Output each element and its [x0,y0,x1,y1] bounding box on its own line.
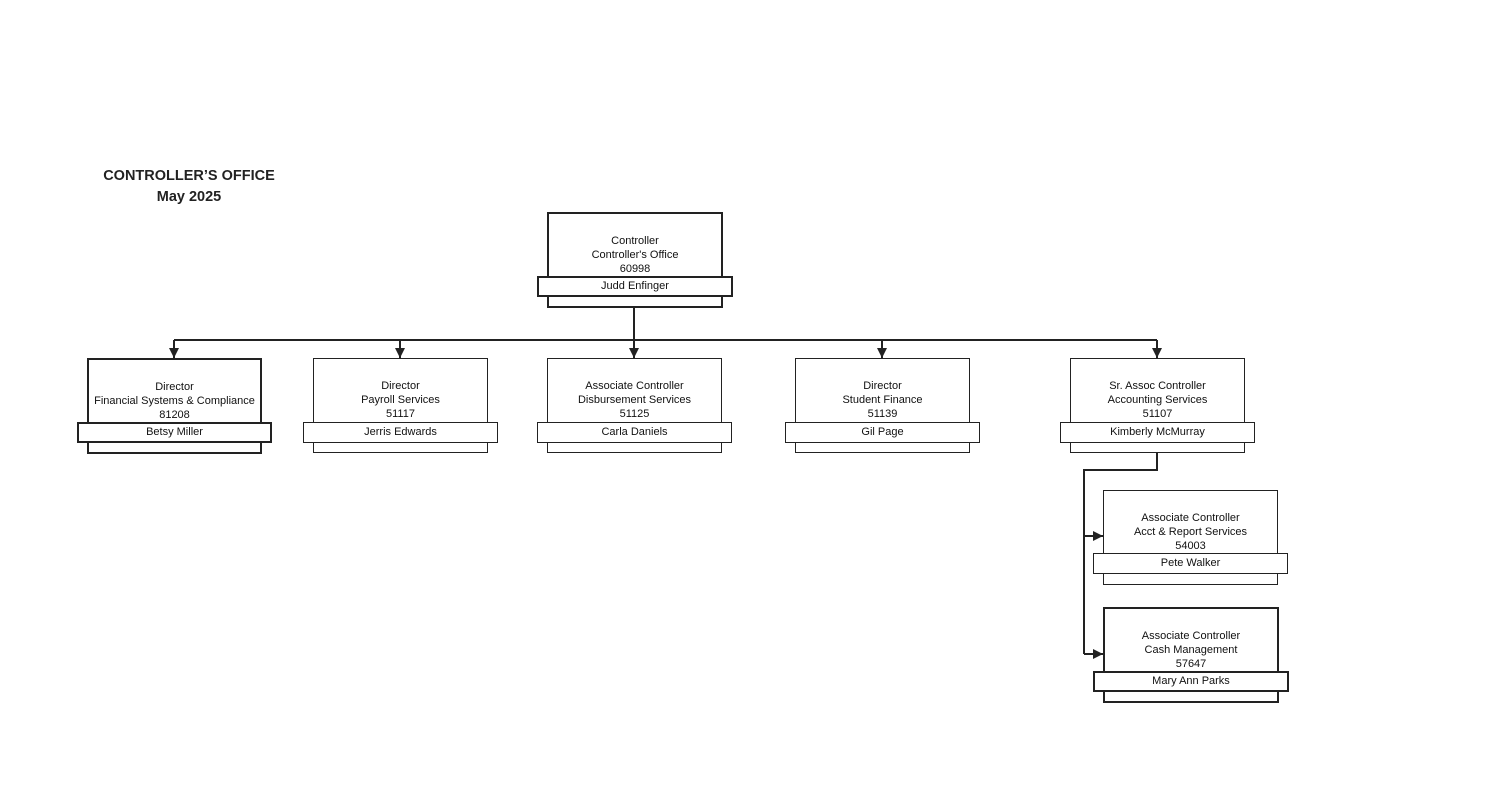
node-unit: Controller's Office [591,249,679,261]
node-cash-management[interactable]: Associate Controller Cash Management 576… [1093,607,1289,703]
node-code: 51107 [1142,408,1173,420]
node-payroll-services[interactable]: Director Payroll Services 51117 Jerris E… [303,358,498,453]
node-title: Director [863,380,902,392]
node-person-name: Gil Page [785,422,980,443]
node-title: Controller [611,235,659,247]
node-unit: Financial Systems & Compliance [94,395,255,407]
node-financial-systems[interactable]: Director Financial Systems & Compliance … [77,358,272,454]
node-disbursement-services[interactable]: Associate Controller Disbursement Servic… [537,358,732,453]
node-unit: Disbursement Services [577,394,692,406]
node-person-name: Betsy Miller [77,422,272,443]
node-controller[interactable]: Controller Controller's Office 60998 Jud… [537,212,733,308]
node-person-name: Carla Daniels [537,422,732,443]
node-person-name: Mary Ann Parks [1093,671,1289,692]
node-code: 54003 [1175,540,1206,552]
node-unit: Cash Management [1144,644,1238,656]
node-acct-report-services[interactable]: Associate Controller Acct & Report Servi… [1093,490,1288,585]
node-code: 57647 [1175,658,1207,670]
chart-date: May 2025 [156,189,222,205]
node-title: Director [155,381,194,393]
node-code: 51117 [386,408,415,420]
node-unit: Accounting Services [1107,394,1208,406]
node-title: Director [381,380,420,392]
node-person-name: Pete Walker [1093,553,1288,574]
node-code: 51125 [619,408,650,420]
node-code: 81208 [159,409,190,421]
node-person-name: Jerris Edwards [303,422,498,443]
node-accounting-services[interactable]: Sr. Assoc Controller Accounting Services… [1060,358,1255,453]
kimberly-down-line [1083,452,1158,654]
node-code: 60998 [619,263,651,275]
chart-heading: CONTROLLER’S OFFICE May 2025 [100,166,278,208]
node-unit: Student Finance [842,394,923,406]
node-person-name: Kimberly McMurray [1060,422,1255,443]
node-title: Associate Controller [1141,630,1241,642]
node-code: 51139 [867,408,898,420]
node-title: Sr. Assoc Controller [1109,380,1206,392]
node-unit: Acct & Report Services [1133,526,1248,538]
node-title: Associate Controller [1141,512,1240,524]
node-student-finance[interactable]: Director Student Finance 51139 Gil Page [785,358,980,453]
node-unit: Payroll Services [361,394,440,406]
node-title: Associate Controller [585,380,684,392]
chart-title: CONTROLLER’S OFFICE [103,168,275,184]
node-person-name: Judd Enfinger [537,276,733,297]
